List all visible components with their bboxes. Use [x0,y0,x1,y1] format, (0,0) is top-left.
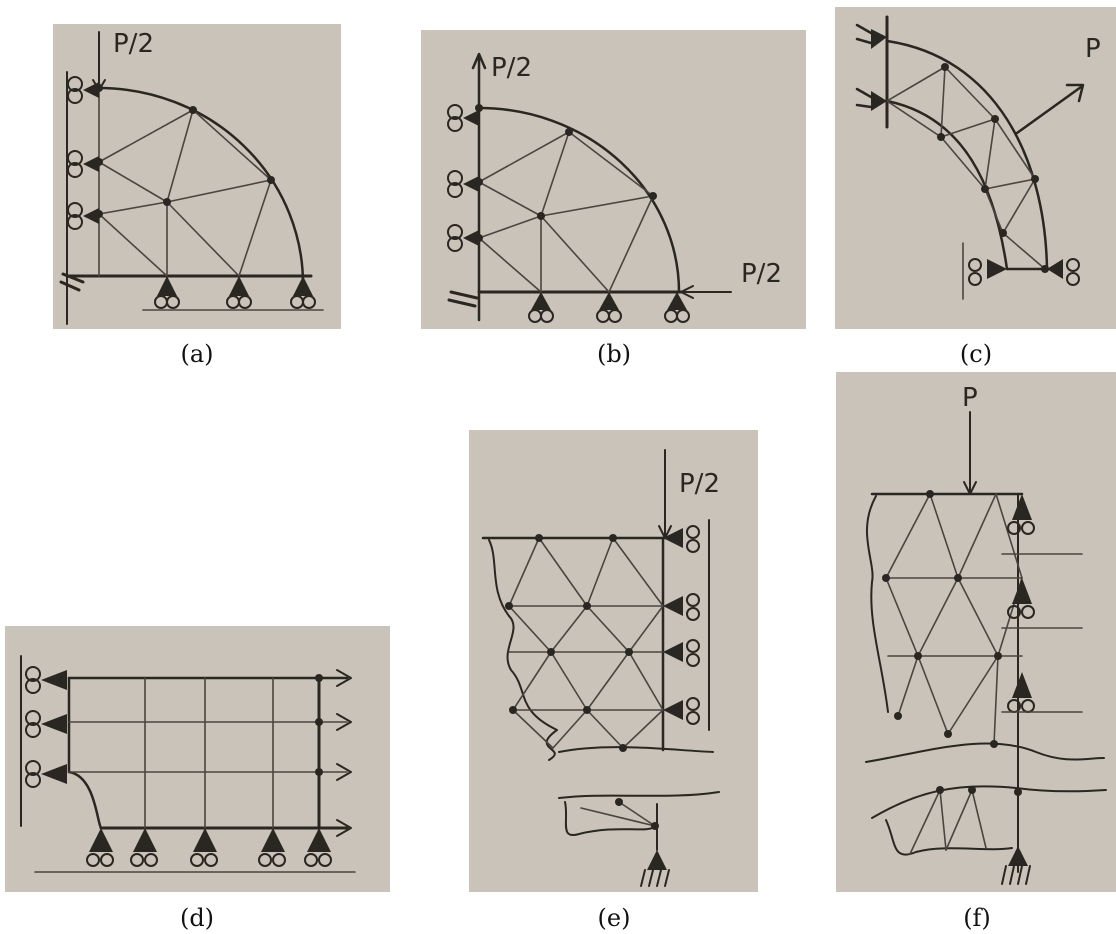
fixed-support-icon [640,850,670,887]
roller-support-icon [663,525,700,725]
caption-c: (c) [959,340,993,368]
fixed-support-icon [59,272,85,292]
fixed-support-icon [447,290,479,308]
caption-a: (a) [180,340,214,368]
load-label-b-right: P/2 [741,259,782,289]
caption-d: (d) [179,904,215,932]
load-label-a: P/2 [113,29,154,59]
load-label-f: P [962,383,978,413]
caption-e: (e) [597,904,631,932]
roller-support-icon [447,104,690,323]
roller-support-icon [1047,258,1080,286]
caption-b: (b) [596,340,632,368]
load-label-e: P/2 [679,469,720,499]
diagram-d [5,626,390,892]
roller-support-icon [25,666,332,867]
diagram-c: P [835,7,1116,329]
panel-f: P [836,372,1116,892]
load-label-b-top: P/2 [491,53,532,83]
caption-f: (f) [963,904,991,932]
fixed-support-icon [855,23,1007,286]
fixed-support-icon [1001,846,1031,885]
panel-e: P/2 [469,430,758,892]
diagram-e: P/2 [469,430,758,892]
panel-c: P [835,7,1116,329]
roller-support-icon [1007,494,1035,713]
panel-d [5,626,390,892]
diagram-f: P [836,372,1116,892]
diagram-b: P/2 P/2 [421,30,806,329]
load-label-c: P [1085,34,1101,64]
roller-support-icon [67,76,316,309]
panel-b: P/2 P/2 [421,30,806,329]
panel-a: P/2 [53,24,341,329]
diagram-a: P/2 [53,24,341,329]
